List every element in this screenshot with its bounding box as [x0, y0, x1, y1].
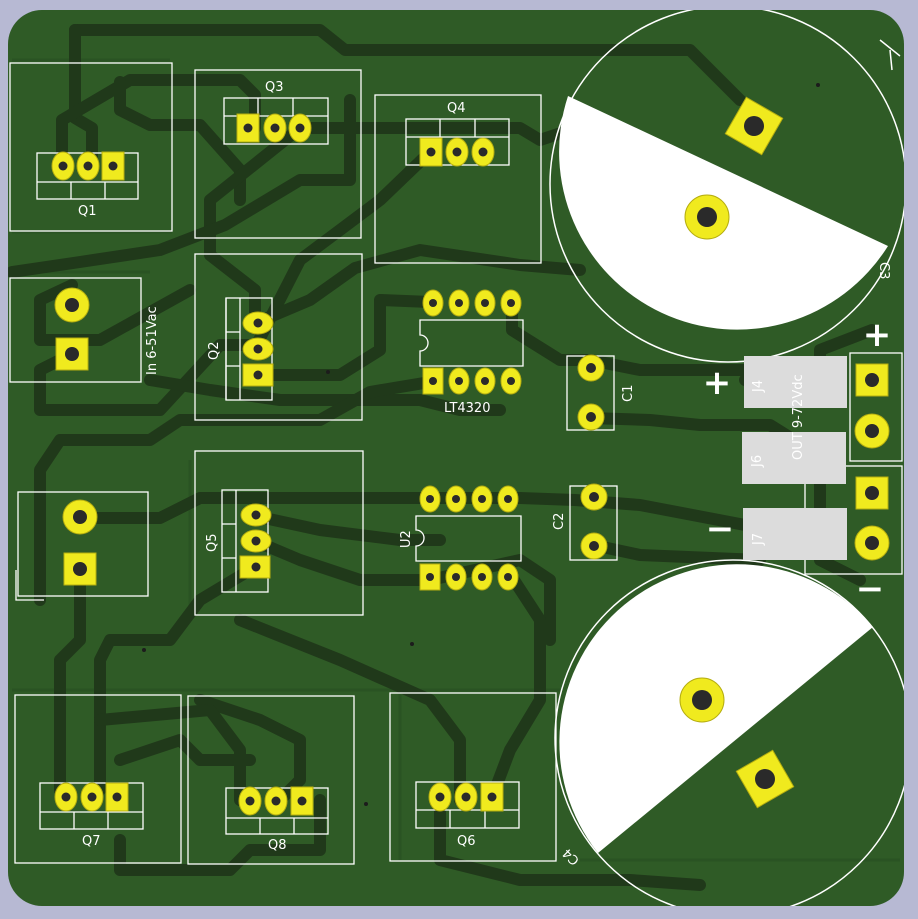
silkscreen-outlines	[9, 62, 903, 865]
j4-label: J4	[751, 380, 766, 393]
output-voltage-label: OUT 9-72Vdc	[791, 374, 806, 460]
q7-label: Q7	[82, 834, 101, 849]
u2-label: U2	[399, 530, 414, 548]
c3-label: C3	[876, 262, 891, 279]
q8-label: Q8	[268, 838, 287, 853]
ic-bodies	[415, 319, 524, 562]
c2-label: C2	[552, 513, 567, 530]
c1-label: C1	[621, 385, 636, 402]
q1-label: Q1	[78, 204, 97, 219]
q3-label: Q3	[265, 80, 284, 95]
j7-label: J7	[751, 533, 766, 546]
vias	[142, 83, 820, 806]
q6-label: Q6	[457, 834, 476, 849]
drill-holes	[58, 116, 879, 806]
q5-label: Q5	[205, 533, 220, 552]
q4-label: Q4	[447, 101, 466, 116]
q1-pads	[51, 151, 125, 181]
output-connector-bodies: J4 J6 J7	[742, 356, 847, 560]
j6-label: J6	[750, 455, 765, 468]
plus-mark-left: +	[703, 363, 732, 403]
lt4320-label: LT4320	[444, 401, 490, 416]
minus-mark-left: −	[706, 509, 735, 549]
minus-mark-right: −	[856, 569, 885, 609]
input-voltage-label: In 6-51Vac	[145, 306, 160, 375]
q2-label: Q2	[207, 341, 222, 360]
plus-mark-right: +	[863, 315, 892, 355]
